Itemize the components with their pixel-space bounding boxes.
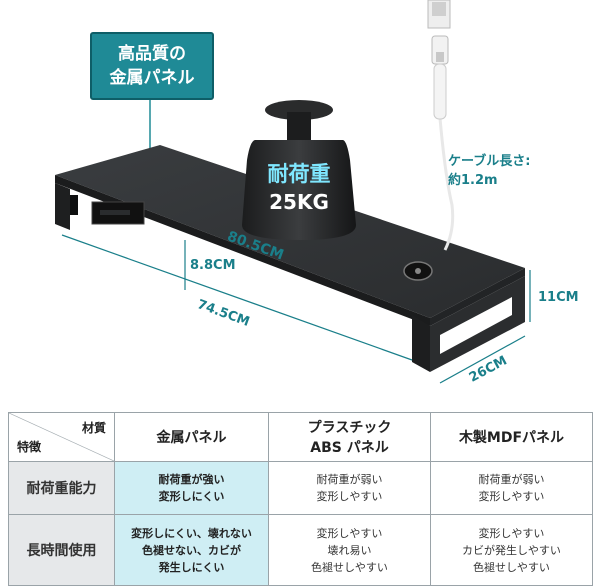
table-row: 耐荷重能力 耐荷重が強い 変形しにくい 耐荷重が弱い 変形しやすい 耐荷重が弱い… — [8, 461, 593, 515]
corner-feature: 特徴 — [17, 440, 42, 454]
cell-line: 耐荷重が弱い — [316, 473, 383, 486]
weight-label-value: 25KG — [269, 190, 329, 214]
col-header-plastic: プラスチック ABS パネル — [268, 412, 431, 462]
table-cell: 変形しやすい 壊れ易い 色褪せしやすい — [268, 514, 431, 586]
cell-line: 変形しにくい — [158, 490, 225, 503]
dim-height: 11CM — [538, 290, 579, 305]
right-front-leg — [412, 315, 430, 372]
left-leg — [55, 183, 70, 230]
col-header-wood: 木製MDFパネル — [430, 412, 593, 462]
cell-line: カビが発生しやすい — [462, 543, 561, 557]
table-cell: 変形しにくい、壊れない 色褪せない、カビが 発生しにくい — [114, 514, 269, 586]
cell-line: 発生しにくい — [158, 560, 225, 574]
stand-right-edge — [430, 268, 525, 326]
product-illustration — [55, 0, 531, 384]
cell-line: 色褪せしやすい — [473, 560, 550, 574]
col-header-metal: 金属パネル — [114, 412, 269, 462]
cell-line: 壊れ易い — [327, 543, 372, 557]
weight-label-title: 耐荷重 — [267, 162, 331, 186]
table-cell: 耐荷重が強い 変形しにくい — [114, 461, 269, 515]
stand-front-edge — [55, 175, 430, 326]
cell-line: 変形しやすい — [316, 490, 383, 503]
cell-line: 色褪せしやすい — [311, 560, 388, 574]
col-header-line1: 金属パネル — [156, 430, 227, 446]
cable-length-label: ケーブル長さ: 約1.2m — [448, 152, 530, 190]
cell-line: 変形しやすい — [478, 490, 545, 503]
cell-line: 変形しやすい — [478, 526, 545, 540]
table-corner-cell: 材質 特徴 — [8, 412, 115, 462]
cable-label-line1: ケーブル長さ: — [448, 154, 531, 169]
col-header-line1: 木製MDFパネル — [458, 430, 565, 446]
cell-line: 耐荷重が弱い — [478, 473, 545, 486]
table-row: 長時間使用 変形しにくい、壊れない 色褪せない、カビが 発生しにくい 変形しやす… — [8, 514, 593, 586]
table-cell: 耐荷重が弱い 変形しやすい — [430, 461, 593, 515]
table-header-row: 材質 特徴 金属パネル プラスチック ABS パネル 木製MDFパネル — [8, 412, 593, 462]
corner-material: 材質 — [81, 421, 106, 435]
comparison-table: 材質 特徴 金属パネル プラスチック ABS パネル 木製MDFパネル 耐荷重能… — [8, 412, 593, 586]
cell-line: 変形しにくい、壊れない — [131, 526, 252, 540]
col-header-line2: ABS パネル — [310, 440, 389, 456]
dim-height-leg: 8.8CM — [190, 258, 236, 273]
cable-label-line2: 約1.2m — [448, 173, 498, 188]
callout-line1: 高品質の — [118, 44, 186, 64]
cell-line: 変形しやすい — [316, 526, 383, 540]
metal-panel-callout: 高品質の 金属パネル — [90, 32, 214, 100]
callout-line2: 金属パネル — [109, 68, 195, 88]
table-cell: 変形しやすい カビが発生しやすい 色褪せしやすい — [430, 514, 593, 586]
row-header: 耐荷重能力 — [8, 461, 115, 515]
row-header: 長時間使用 — [8, 514, 115, 586]
cell-line: 色褪せない、カビが — [142, 543, 241, 557]
table-cell: 耐荷重が弱い 変形しやすい — [268, 461, 431, 515]
col-header-line1: プラスチック — [307, 420, 392, 436]
weight-body — [242, 140, 356, 240]
cell-line: 耐荷重が強い — [158, 473, 225, 486]
